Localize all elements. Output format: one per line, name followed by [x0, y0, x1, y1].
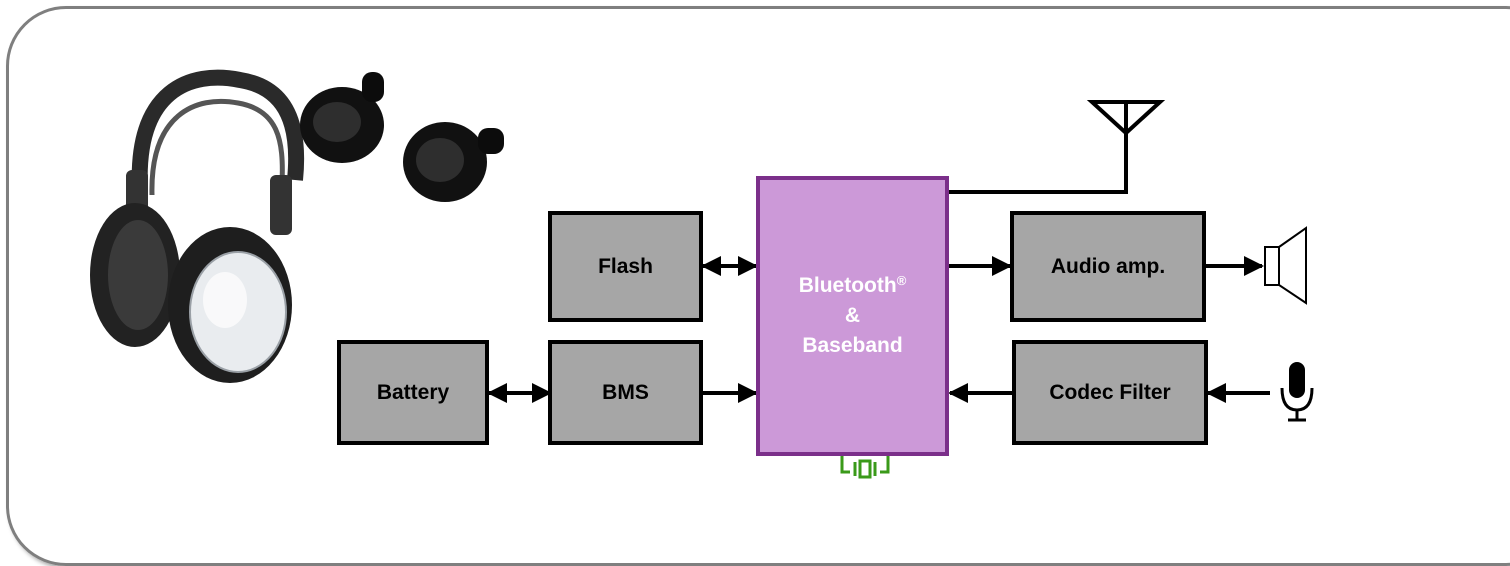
microphone-icon — [1280, 362, 1314, 422]
codec-filter-block: Codec Filter — [1012, 340, 1208, 445]
battery-block: Battery — [337, 340, 489, 445]
bluetooth-baseband-chip: Bluetooth® & Baseband — [756, 176, 949, 456]
connections-layer — [90, 69, 1314, 479]
speaker-icon — [1264, 226, 1307, 305]
flash-block: Flash — [548, 211, 703, 322]
chip-line-2: & — [844, 304, 861, 328]
chip-line-1: Bluetooth® — [798, 273, 907, 298]
antenna-feed-line — [948, 133, 1128, 194]
diagram-canvas: Bluetooth® & Baseband Flash BMS Battery … — [6, 6, 1510, 566]
earbuds-photo — [300, 72, 504, 202]
antenna-icon — [1086, 100, 1166, 136]
audio-amp-block: Audio amp. — [1010, 211, 1206, 322]
chip-line-3: Baseband — [802, 333, 903, 357]
crystal-oscillator-icon — [840, 456, 890, 479]
bms-block: BMS — [548, 340, 703, 445]
headphones-photo — [90, 69, 305, 383]
